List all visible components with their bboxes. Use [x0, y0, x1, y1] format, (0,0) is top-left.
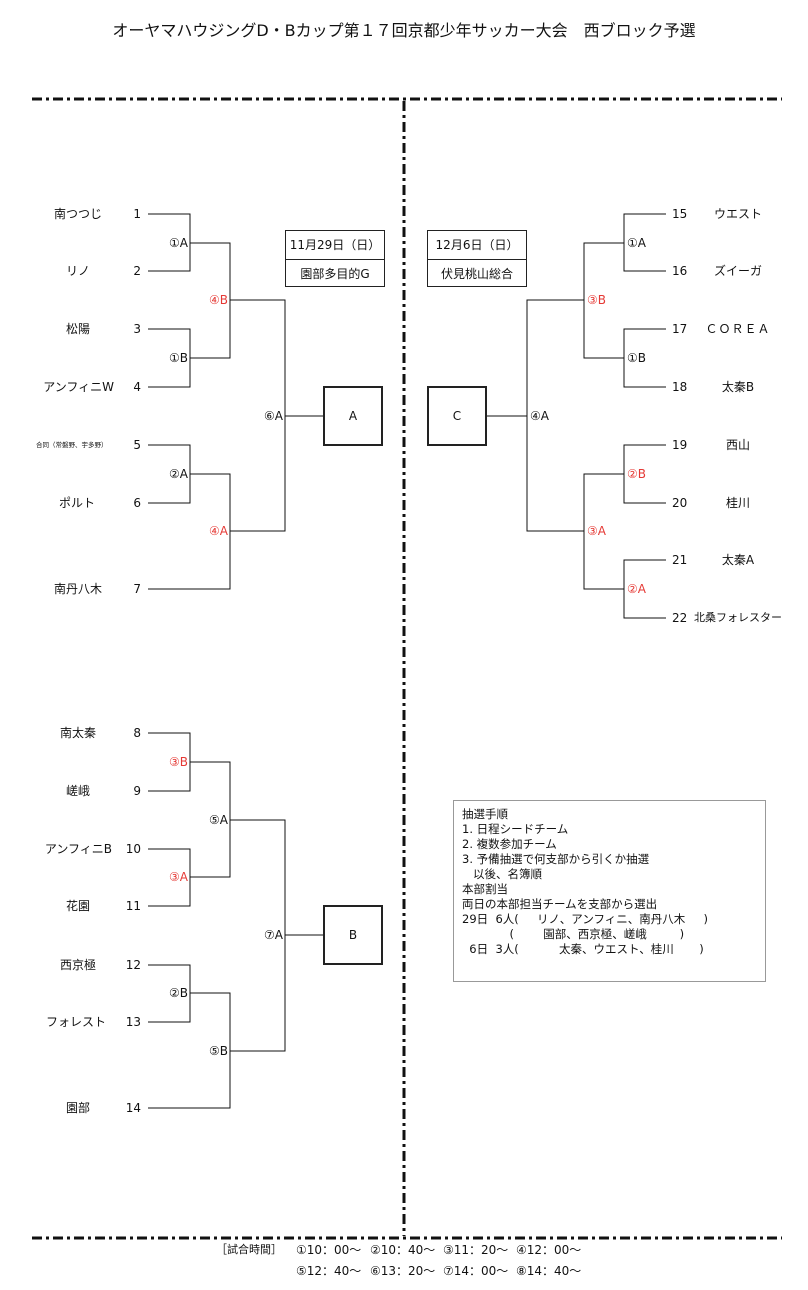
team-name: ＣＯＲＥＡ: [705, 322, 771, 336]
match-label: ②A: [169, 467, 188, 481]
notes-line: 抽選手順: [462, 807, 508, 821]
schedule-item: ⑧14：40～: [516, 1264, 582, 1278]
seed-number: 2: [133, 264, 141, 278]
match-label: ③B: [587, 293, 606, 307]
match-label: ⑥A: [264, 409, 283, 423]
final-box-b: B: [323, 905, 383, 965]
seed-number: 5: [133, 438, 141, 452]
team-name: 嵯峨: [65, 784, 90, 798]
schedule-item: ③11：20～: [443, 1243, 509, 1257]
seed-number: 20: [672, 496, 688, 510]
seed-number: 14: [125, 1101, 141, 1115]
match-label: ④A: [530, 409, 549, 423]
notes-line: 29日 6人( リノ、アンフィニ、南丹八木 ): [462, 912, 709, 926]
team-name: 花園: [65, 899, 90, 913]
team-name: ズイーガ: [713, 264, 762, 278]
notes-line: 以後、名簿順: [462, 867, 542, 881]
team-name: 桂川: [725, 496, 750, 510]
team-name: リノ: [65, 264, 90, 278]
notes-line: 本部割当: [462, 882, 508, 896]
schedule-item: ②10：40～: [370, 1243, 436, 1257]
seed-number: 4: [133, 380, 141, 394]
team-name: 太秦B: [721, 380, 755, 394]
team-name: フォレスト: [45, 1015, 106, 1029]
seed-number: 6: [133, 496, 141, 510]
seed-number: 13: [125, 1015, 141, 1029]
seed-number: 7: [133, 582, 141, 596]
match-label: ⑦A: [264, 928, 283, 942]
team-name: 北桑フォレスター: [694, 611, 782, 624]
schedule-item: ⑤12：40～: [296, 1264, 362, 1278]
schedule-item: ⑦14：00～: [443, 1264, 509, 1278]
team-name: 南つつじ: [53, 207, 102, 221]
team-name: 太秦A: [721, 553, 755, 567]
team-name: 松陽: [65, 322, 90, 336]
seed-number: 12: [125, 958, 141, 972]
seed-number: 22: [672, 611, 688, 625]
match-label: ②B: [169, 986, 188, 1000]
match-label: ③A: [169, 870, 188, 884]
seed-number: 18: [672, 380, 688, 394]
schedule-item: ⑥13：20～: [370, 1264, 436, 1278]
team-name: 園部: [65, 1101, 90, 1115]
match-label: ⑤A: [209, 813, 228, 827]
info-date-day1: 11月29日（日）: [286, 231, 384, 260]
notes-line: 2. 複数参加チーム: [462, 837, 557, 851]
final-box-c: C: [427, 386, 487, 446]
match-label: ③A: [587, 524, 606, 538]
match-label: ①B: [169, 351, 188, 365]
match-label: ③B: [169, 755, 188, 769]
info-date-day2: 12月6日（日）: [428, 231, 526, 260]
seed-number: 3: [133, 322, 141, 336]
match-label: ⑤B: [209, 1044, 228, 1058]
seed-number: 1: [133, 207, 141, 221]
seed-number: 16: [672, 264, 688, 278]
team-name: ウエスト: [713, 207, 762, 221]
team-name: アンフィニW: [43, 380, 114, 394]
final-box-a: A: [323, 386, 383, 446]
info-box-day2: 12月6日（日） 伏見桃山総合: [427, 230, 527, 287]
team-name: 合同（常磐野、宇多野）: [36, 441, 108, 449]
seed-number: 21: [672, 553, 688, 567]
seed-number: 19: [672, 438, 688, 452]
info-box-day1: 11月29日（日） 園部多目的G: [285, 230, 385, 287]
notes-line: 6日 3人( 太秦、ウエスト、桂川 ): [462, 942, 704, 956]
seed-number: 9: [133, 784, 141, 798]
notes-line: 両日の本部担当チームを支部から選出: [462, 897, 658, 911]
team-name: 西京極: [59, 958, 96, 972]
match-label: ④A: [209, 524, 228, 538]
team-name: 南太秦: [59, 726, 96, 740]
match-label: ②B: [627, 467, 646, 481]
match-label: ①A: [627, 236, 646, 250]
team-name: 西山: [725, 438, 750, 452]
match-label: ②A: [627, 582, 646, 596]
schedule-item: ①10：00～: [296, 1243, 362, 1257]
notes-box: 抽選手順 1. 日程シードチーム 2. 複数参加チーム 3. 予備抽選で何支部か…: [453, 800, 766, 982]
seed-number: 11: [125, 899, 141, 913]
team-name: 南丹八木: [53, 582, 102, 596]
seed-number: 17: [672, 322, 688, 336]
match-label: ④B: [209, 293, 228, 307]
schedule-item: ④12：00～: [516, 1243, 582, 1257]
team-name: ポルト: [58, 496, 95, 510]
seed-number: 10: [125, 842, 141, 856]
page-title: オーヤマハウジングD・Bカップ第１７回京都少年サッカー大会 西ブロック予選: [112, 21, 696, 40]
schedule-label: ［試合時間］: [216, 1243, 282, 1256]
match-label: ①A: [169, 236, 188, 250]
info-venue-day2: 伏見桃山総合: [440, 267, 513, 281]
notes-line: 1. 日程シードチーム: [462, 822, 569, 836]
info-venue-day1: 園部多目的G: [300, 267, 370, 281]
match-label: ①B: [627, 351, 646, 365]
notes-line: 3. 予備抽選で何支部から引くか抽選: [462, 852, 650, 866]
notes-line: ( 園部、西京極、嵯峨 ): [462, 927, 685, 941]
team-name: アンフィニB: [44, 842, 112, 856]
seed-number: 8: [133, 726, 141, 740]
seed-number: 15: [672, 207, 688, 221]
